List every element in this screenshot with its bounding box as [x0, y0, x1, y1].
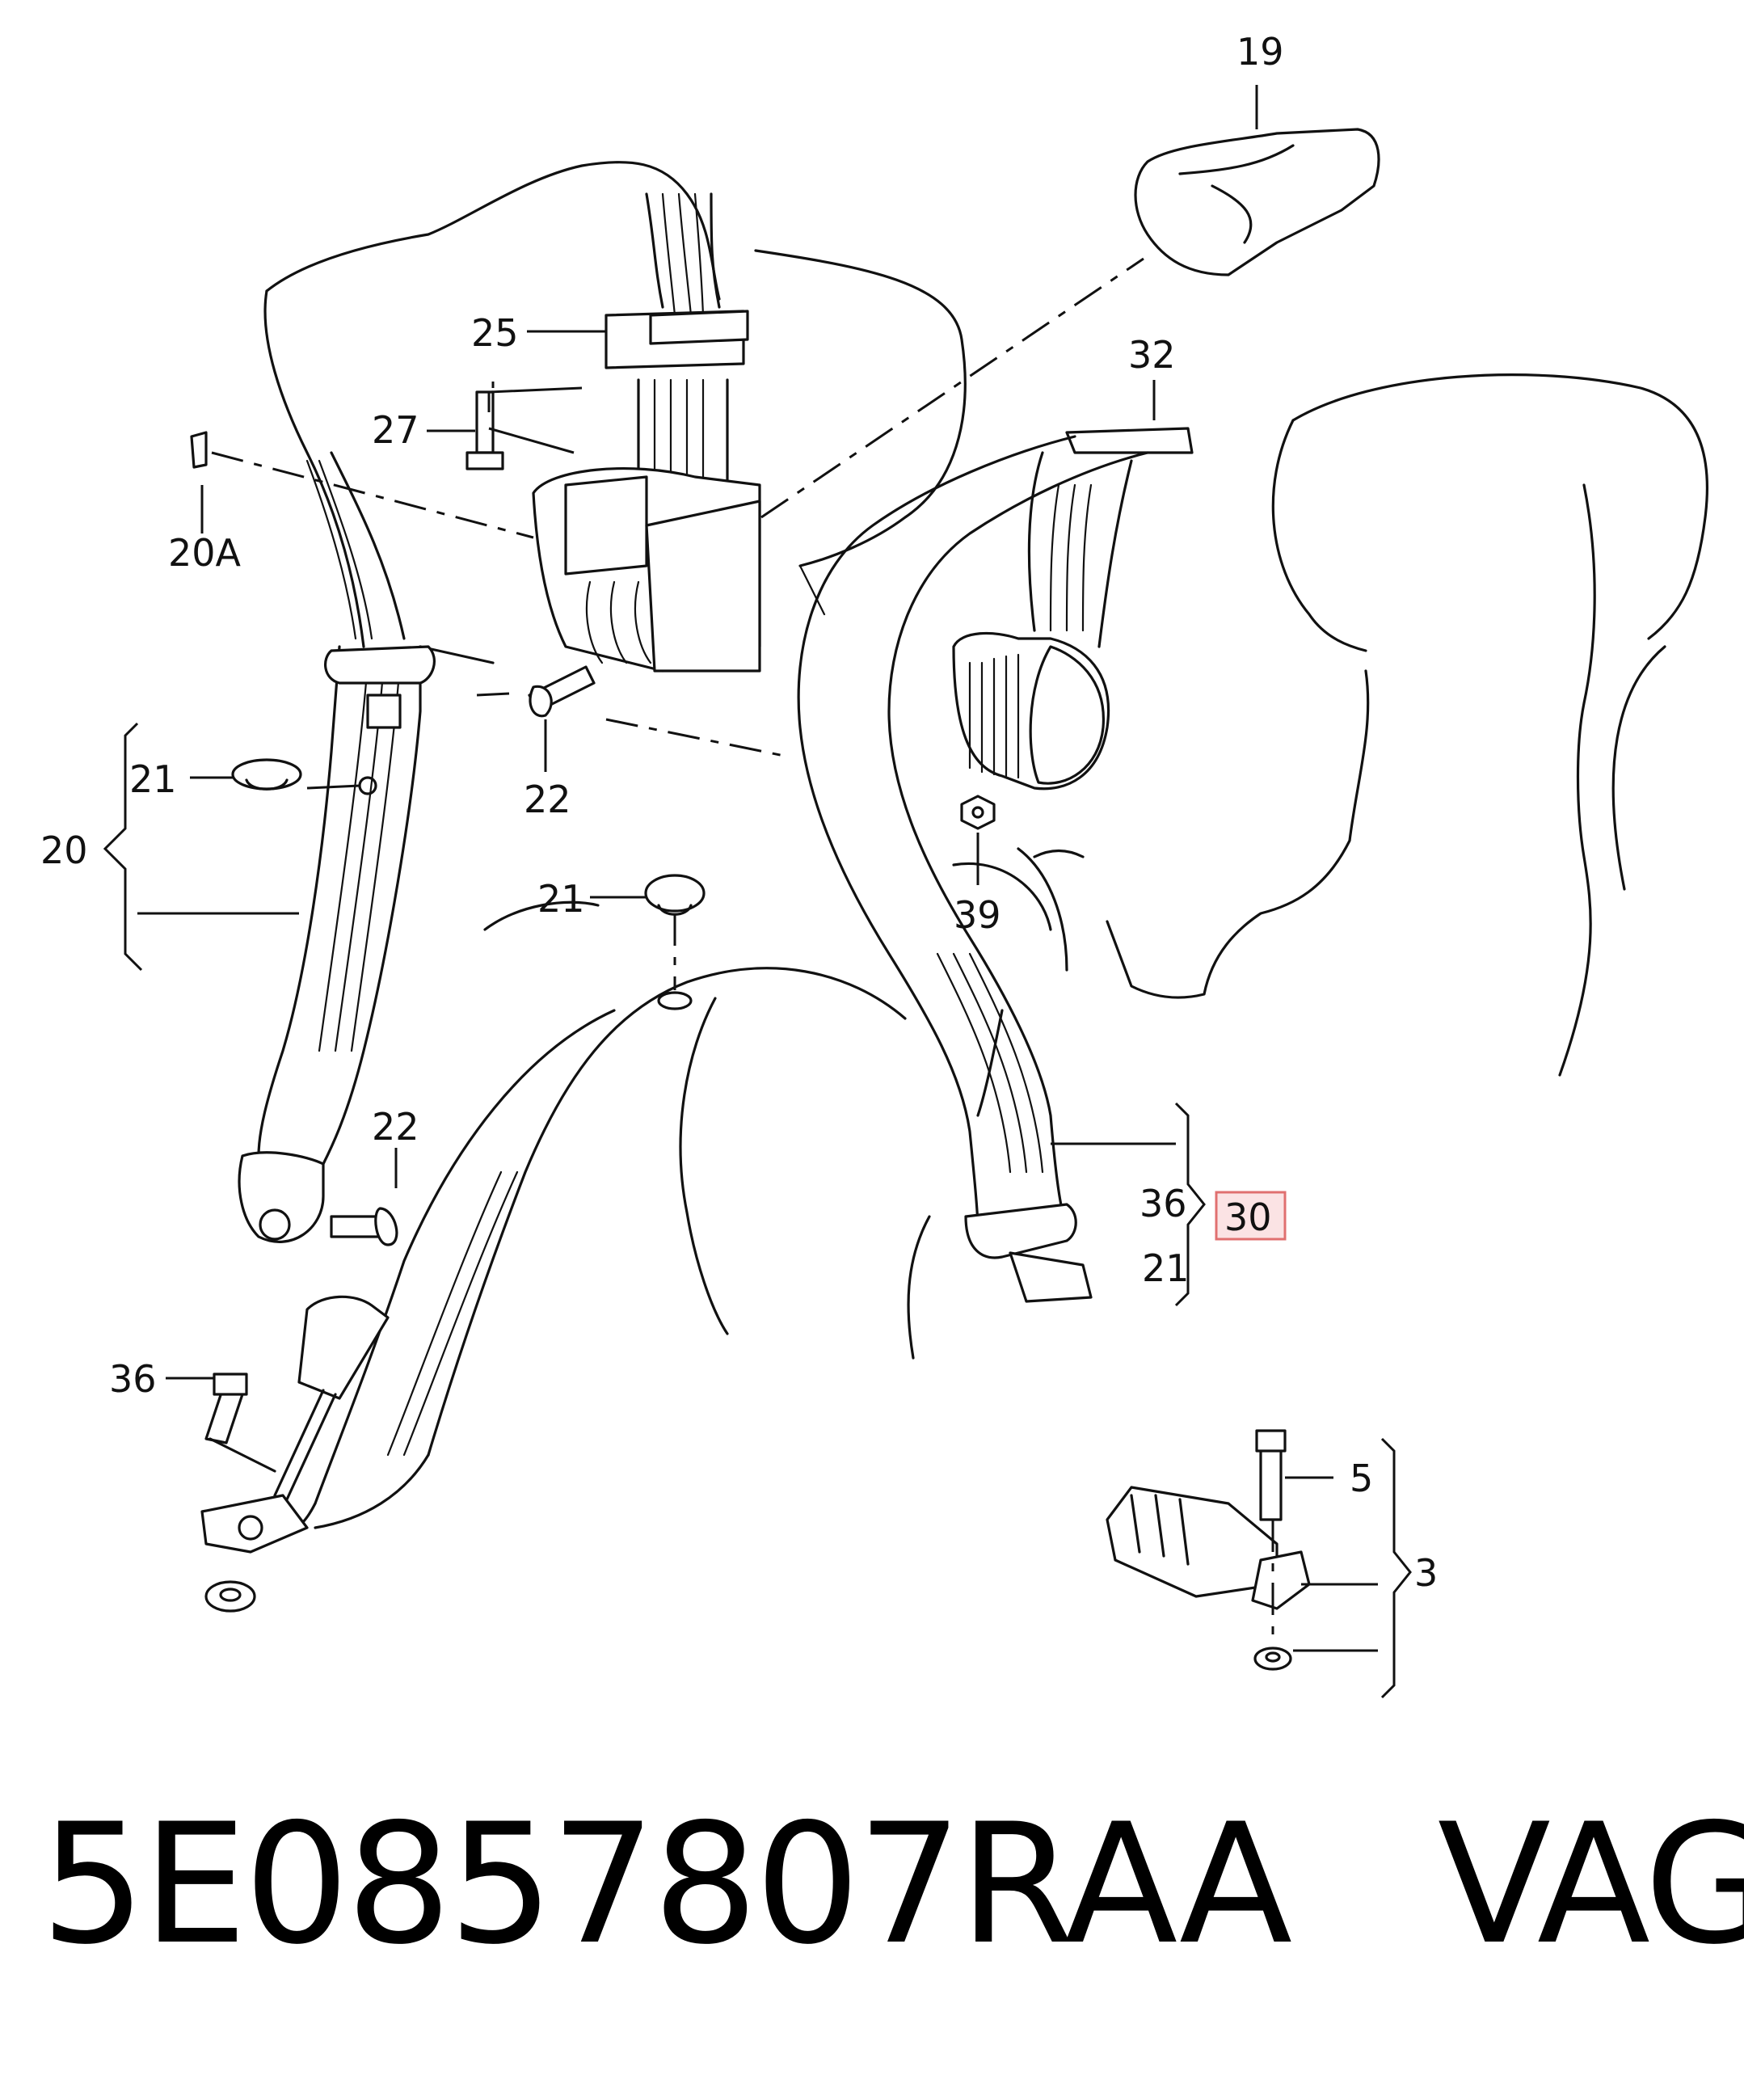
- callout-19[interactable]: 19: [1236, 30, 1284, 74]
- right-headrest: [1033, 373, 1708, 1077]
- callout-22-upper[interactable]: 22: [524, 778, 571, 821]
- callout-21-right[interactable]: 21: [1142, 1246, 1190, 1290]
- part-number: 5E0857807RAA: [40, 1789, 1292, 1981]
- center-retractor: [532, 192, 761, 673]
- small-buckle: [1106, 1429, 1311, 1671]
- leader-lines: [103, 85, 1412, 1699]
- callout-22-lower[interactable]: 22: [372, 1105, 419, 1149]
- callout-21-mid[interactable]: 21: [537, 877, 585, 921]
- callout-30[interactable]: 30: [1224, 1195, 1272, 1239]
- callout-5[interactable]: 5: [1350, 1457, 1373, 1500]
- callout-27[interactable]: 27: [372, 408, 419, 452]
- callout-32[interactable]: 32: [1128, 333, 1176, 377]
- brand-name: VAG: [1437, 1789, 1744, 1981]
- callout-21-upper[interactable]: 21: [129, 757, 177, 801]
- callout-20a[interactable]: 20A: [168, 531, 242, 575]
- lap-belt: [289, 967, 907, 1533]
- part-number-caption: 5E0857807RAA VAG: [40, 1803, 1744, 1968]
- callouts: 19 25 27 20A 32 21 20 22 21 39 22 36 30 …: [40, 30, 1438, 1595]
- callout-39[interactable]: 39: [954, 893, 1001, 937]
- hardware: [190, 390, 996, 1246]
- callout-3[interactable]: 3: [1414, 1551, 1438, 1595]
- trim-cover: [1134, 128, 1380, 276]
- seat-outline: [483, 249, 1068, 1360]
- callout-25[interactable]: 25: [471, 311, 519, 355]
- left-seat-belt: [238, 161, 721, 1243]
- buckle-assembly: [200, 1295, 390, 1613]
- callout-30-highlight: [1215, 1191, 1287, 1241]
- callout-36-right[interactable]: 36: [1139, 1182, 1187, 1225]
- callout-20[interactable]: 20: [40, 829, 88, 872]
- callout-36-left[interactable]: 36: [109, 1357, 157, 1401]
- right-seat-belt: [797, 427, 1194, 1303]
